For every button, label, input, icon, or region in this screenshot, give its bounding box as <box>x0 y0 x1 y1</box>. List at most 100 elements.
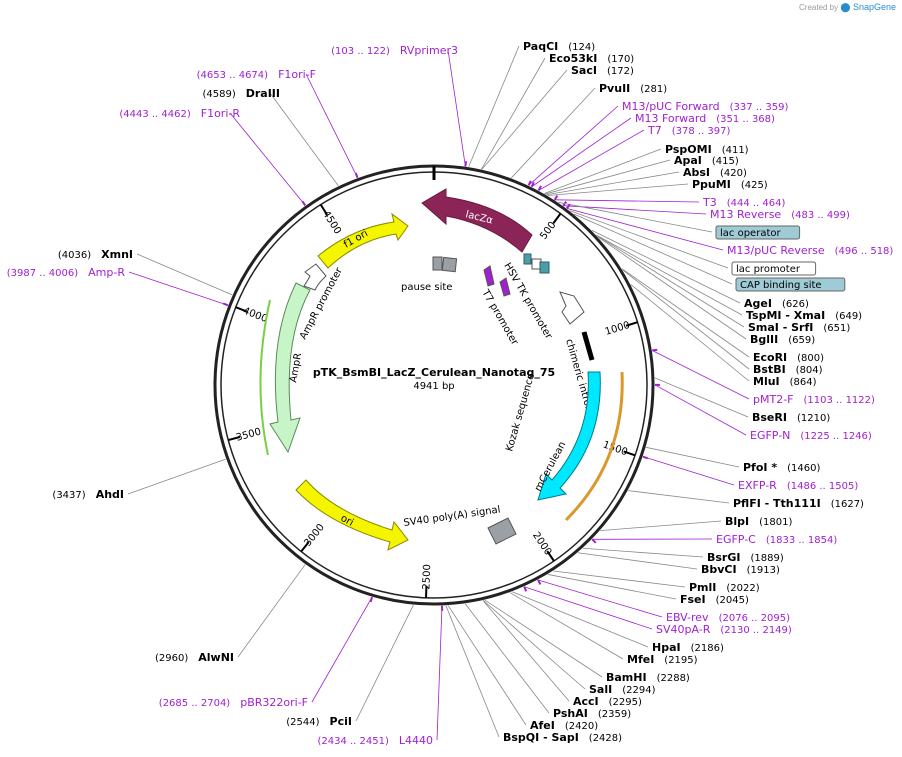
leader-line <box>436 605 443 741</box>
ori-arrow[interactable] <box>295 479 409 551</box>
enzyme-label[interactable]: PaqCI <box>523 40 558 53</box>
enzyme-label[interactable]: PmlI <box>689 581 716 594</box>
right-labels: PaqCI(124)Eco53kI(170)SacI(172)PvuII(281… <box>503 40 893 744</box>
enzyme-label[interactable]: MluI <box>753 375 780 388</box>
enzyme-label[interactable]: Eco53kI <box>549 52 597 65</box>
enzyme-label[interactable]: HpaI <box>652 641 681 654</box>
tick-label: 500 <box>538 220 558 242</box>
primer-position: (103 .. 122) <box>331 46 390 57</box>
enzyme-label[interactable]: SmaI - SrfI <box>748 321 813 334</box>
chimeric-intron-bar <box>581 331 595 361</box>
enzyme-label[interactable]: PpuMI <box>692 178 731 191</box>
f1-ori-arrow[interactable] <box>317 212 409 269</box>
tick-mark <box>623 450 636 457</box>
enzyme-label[interactable]: EcoRI <box>753 351 787 364</box>
enzyme-position: (2045) <box>716 595 749 606</box>
enzyme-label[interactable]: BsrGI <box>707 551 740 564</box>
snapgene-logo: ⬤ <box>840 2 853 12</box>
enzyme-label[interactable]: PfoI * <box>743 461 777 474</box>
enzyme-label[interactable]: XmnI <box>101 248 133 261</box>
enzyme-label[interactable]: BspQI - SapI <box>503 731 579 744</box>
enzyme-label[interactable]: BlpI <box>725 515 749 528</box>
primer-label[interactable]: M13/pUC Forward <box>622 100 720 113</box>
primer-mark <box>642 455 649 460</box>
enzyme-label[interactable]: MfeI <box>627 653 654 666</box>
enzyme-position: (4589) <box>202 89 235 100</box>
enzyme-position: (170) <box>607 54 634 65</box>
enzyme-label[interactable]: BstBI <box>753 363 786 376</box>
enzyme-label[interactable]: PspOMI <box>665 143 712 156</box>
enzyme-label[interactable]: PflFI - Tth111I <box>733 497 821 510</box>
leader-line <box>577 552 698 570</box>
enzyme-label[interactable]: ApaI <box>674 154 702 167</box>
hsv-tk-promoter-arrow[interactable] <box>559 291 585 325</box>
enzyme-label[interactable]: BglII <box>750 333 778 346</box>
leader-line <box>305 73 358 178</box>
enzyme-label[interactable]: BamHI <box>606 671 647 684</box>
primer-label[interactable]: M13/pUC Reverse <box>727 244 825 257</box>
primer-label[interactable]: F1ori-F <box>278 68 316 81</box>
feature-box[interactable] <box>735 277 846 292</box>
mcerulean-arrow[interactable] <box>537 371 601 501</box>
enzyme-label[interactable]: PvuII <box>599 82 630 95</box>
primer-label[interactable]: RVprimer3 <box>400 44 458 57</box>
leader-line <box>511 87 596 179</box>
primer-label[interactable]: EGFP-C <box>716 533 756 546</box>
leader-line <box>136 253 233 296</box>
enzyme-label[interactable]: AbsI <box>683 166 710 179</box>
tick-mark <box>625 321 638 327</box>
enzyme-label[interactable]: DraIII <box>246 87 280 100</box>
primer-label[interactable]: T3 <box>702 196 717 209</box>
primer-label[interactable]: pBR322ori-F <box>240 696 308 709</box>
feature-box[interactable] <box>731 261 817 276</box>
tick-mark <box>300 541 310 553</box>
leader-line <box>596 234 743 316</box>
primer-label[interactable]: M13 Reverse <box>710 208 781 221</box>
ampr-highlight <box>259 299 271 456</box>
ampr-promoter-arrow[interactable] <box>303 263 327 291</box>
leader-line <box>464 603 550 714</box>
enzyme-label[interactable]: BseRI <box>752 411 787 424</box>
primer-label[interactable]: L4440 <box>399 734 433 747</box>
primer-label[interactable]: EGFP-N <box>750 429 790 442</box>
enzyme-label[interactable]: SalI <box>589 683 612 696</box>
enzyme-label[interactable]: PciI <box>330 715 352 728</box>
primer-position: (4443 .. 4462) <box>119 109 191 120</box>
enzyme-label[interactable]: FseI <box>680 593 706 606</box>
lacza-arrow[interactable] <box>421 188 533 253</box>
enzyme-label[interactable]: SacI <box>571 64 597 77</box>
enzyme-label[interactable]: BbvCI <box>701 563 737 576</box>
tick-mark <box>546 550 555 562</box>
leader-line <box>468 45 520 167</box>
enzyme-position: (425) <box>741 180 768 191</box>
primer-label[interactable]: Amp-R <box>88 266 125 279</box>
enzyme-label[interactable]: AfeI <box>530 719 555 732</box>
plasmid-length: 4941 bp <box>413 381 454 392</box>
primer-label[interactable]: M13 Forward <box>635 112 706 125</box>
leader-line <box>569 210 729 269</box>
ampr-arrow[interactable] <box>269 282 311 454</box>
leader-line <box>591 230 741 304</box>
primer-mark <box>537 185 542 191</box>
feature-box[interactable] <box>715 225 801 240</box>
primer-label[interactable]: pMT2-F <box>753 393 794 406</box>
enzyme-label[interactable]: AgeI <box>744 297 772 310</box>
primer-label[interactable]: T7 <box>647 124 662 137</box>
enzyme-position: (864) <box>790 377 817 388</box>
tick-label: 2500 <box>421 564 433 590</box>
enzyme-label[interactable]: TspMI - XmaI <box>746 309 825 322</box>
enzyme-label[interactable]: AccI <box>573 695 599 708</box>
enzyme-position: (659) <box>788 335 815 346</box>
enzyme-label[interactable]: AhdI <box>96 488 124 501</box>
primer-position: (496 .. 518) <box>835 246 894 257</box>
enzyme-label[interactable]: AlwNI <box>198 651 234 664</box>
enzyme-position: (415) <box>712 156 739 167</box>
leader-line <box>558 201 713 233</box>
primer-label[interactable]: F1ori-R <box>201 107 241 120</box>
enzyme-label[interactable]: PshAI <box>553 707 588 720</box>
primer-label[interactable]: EXFP-R <box>738 479 777 492</box>
primer-label[interactable]: EBV-rev <box>666 611 709 624</box>
kozak-label: Kozak sequence <box>504 372 537 453</box>
primer-label[interactable]: SV40pA-R <box>656 623 711 636</box>
